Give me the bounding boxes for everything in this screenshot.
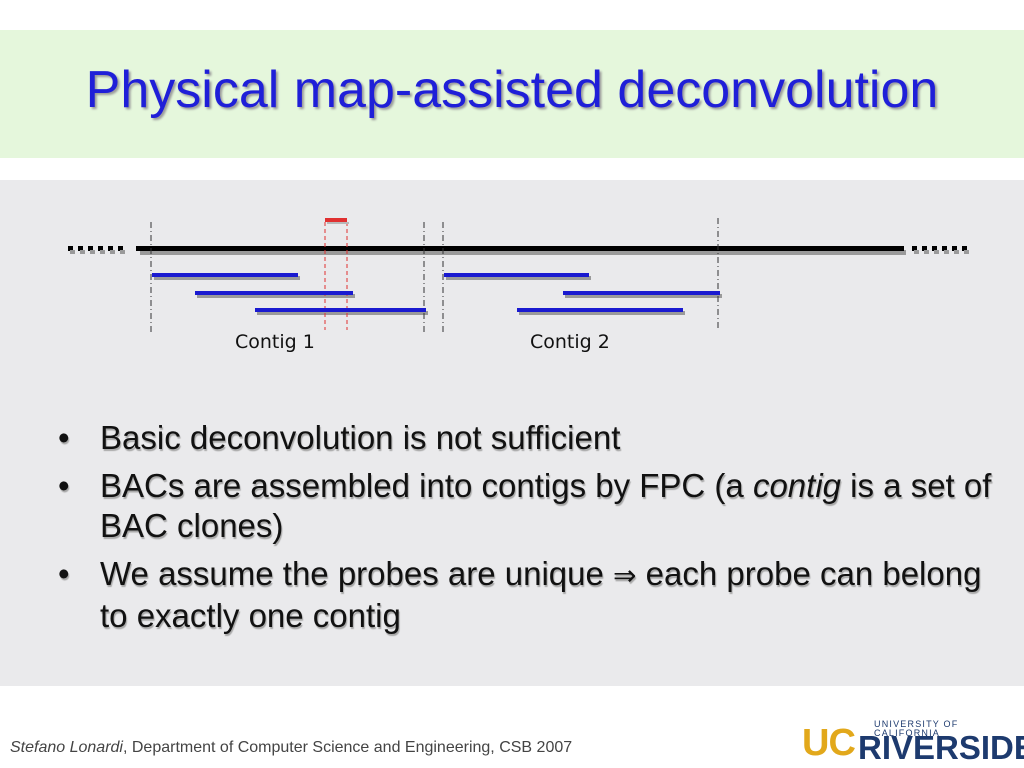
bac-shadow	[154, 276, 300, 280]
bac-clone	[255, 308, 426, 312]
bullet-text: is a set of BAC clones)	[100, 467, 992, 544]
chromosome-dots-left	[68, 246, 123, 251]
contig-1-label: Contig 1	[235, 331, 315, 353]
bullet-item: • We assume the probes are unique ⇒ each…	[58, 554, 998, 636]
contig-1-bacs	[152, 273, 426, 312]
bac-shadow	[519, 311, 685, 315]
chromosome-line	[136, 246, 904, 251]
bac-shadow	[257, 311, 428, 315]
implies-arrow-icon: ⇒	[613, 559, 637, 592]
bullet-marker: •	[58, 467, 70, 504]
footer-affiliation: , Department of Computer Science and Eng…	[122, 739, 573, 756]
logo-uc-text: UC	[802, 722, 856, 764]
bullet-text: BACs are assembled into contigs by FPC (…	[100, 467, 753, 504]
bac-clone	[152, 273, 298, 277]
ucr-logo: UC UNIVERSITY OF CALIFORNIA RIVERSIDE	[802, 718, 1024, 765]
bac-clone	[195, 291, 353, 295]
bullet-text: We assume the probes are unique	[100, 555, 614, 592]
chromosome-dots-right	[912, 246, 967, 251]
slide-title: Physical map-assisted deconvolution	[85, 61, 939, 119]
bullet-item: • Basic deconvolution is not sufficient	[58, 418, 998, 458]
footer-credit: Stefano Lonardi, Department of Computer …	[10, 739, 572, 757]
bullet-item: • BACs are assembled into contigs by FPC…	[58, 466, 998, 546]
bac-clone	[444, 273, 589, 277]
contig-2-label: Contig 2	[530, 331, 610, 353]
chromosome-shadow	[140, 250, 906, 255]
bullet-italic-term: contig	[752, 467, 842, 504]
bac-shadow	[446, 276, 591, 280]
bullet-text: each probe can belong to exactly one con…	[100, 555, 982, 634]
bullet-text: Basic deconvolution is not sufficient	[100, 419, 621, 456]
logo-riverside-text: RIVERSIDE	[858, 729, 1024, 766]
bac-clone	[563, 291, 720, 295]
bac-shadow	[197, 294, 355, 298]
bac-clone	[517, 308, 683, 312]
physical-map-diagram	[68, 218, 969, 332]
probe-marker-shadow	[327, 222, 349, 224]
footer-author: Stefano Lonardi	[10, 739, 123, 756]
bullet-marker: •	[58, 419, 70, 456]
diagram-shadows	[140, 250, 906, 315]
probe-lines	[324, 222, 348, 330]
content-panel	[0, 180, 1024, 686]
title-band	[0, 30, 1024, 158]
contig-2-bacs	[444, 273, 720, 312]
contig-boundaries	[150, 218, 719, 332]
bac-shadow	[565, 294, 722, 298]
chromosome-dots-right-shadow	[914, 250, 969, 254]
bullet-list: • Basic deconvolution is not sufficient …	[58, 418, 998, 644]
logo-university-text: UNIVERSITY OF CALIFORNIA	[874, 719, 959, 738]
chromosome-dots-left-shadow	[70, 250, 125, 254]
probe-marker	[325, 218, 347, 222]
bullet-marker: •	[58, 555, 70, 592]
